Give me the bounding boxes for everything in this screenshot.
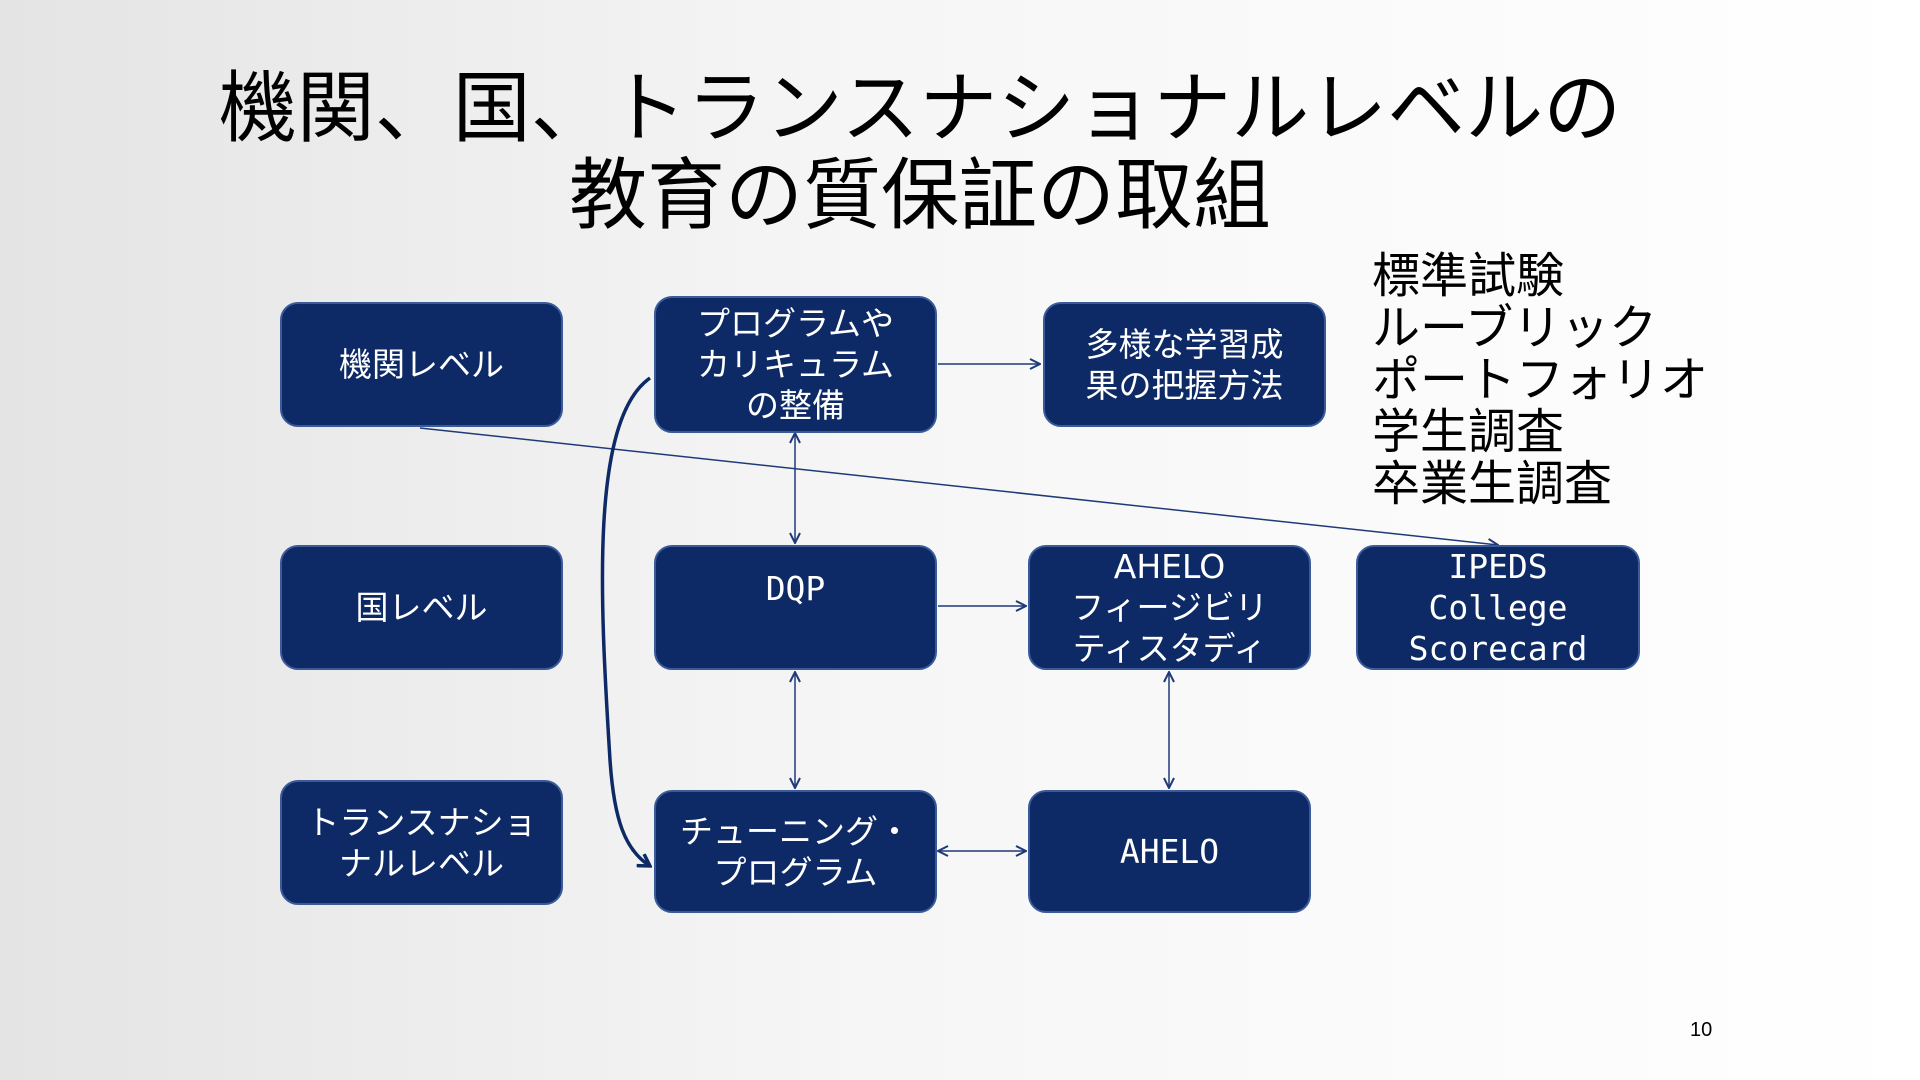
box-learning-outcome-methods: 多様な学習成 果の把握方法 [1043, 302, 1326, 427]
page-number: 10 [1690, 1019, 1713, 1041]
arrow-program-to-tuning-curve [600, 376, 650, 866]
methods-list-item: 卒業生調査 [1372, 456, 1613, 512]
slide-title-line-1: 機関、国、トランスナショナルレベルの [218, 64, 1622, 154]
box-national-level: 国レベル [280, 545, 563, 670]
box-program-curriculum: プログラムや カリキュラム の整備 [654, 296, 937, 433]
box-tuning-program: チューニング・ プログラム [654, 790, 937, 913]
box-transnational-level: トランスナショ ナルレベル [280, 780, 563, 905]
box-ahelo-feasibility-study: AHELO フィージビリ ティスタディ [1028, 545, 1311, 670]
slide-title-line-2: 教育の質保証の取組 [568, 151, 1271, 241]
methods-list-item: ルーブリック [1372, 300, 1658, 356]
box-ahelo: AHELO [1028, 790, 1311, 913]
methods-list: 標準試験 ルーブリック ポートフォリオ 学生調査 卒業生調査 [1372, 250, 1708, 510]
box-ipeds-college-scorecard: IPEDS College Scorecard [1356, 545, 1640, 670]
box-dqp: DQP [654, 545, 937, 670]
box-institution-level: 機関レベル [280, 302, 563, 427]
methods-list-item: 標準試験 [1372, 248, 1565, 304]
methods-list-item: 学生調査 [1372, 404, 1565, 460]
methods-list-item: ポートフォリオ [1372, 352, 1709, 408]
arrow-institution-to-ipeds [419, 427, 1498, 545]
